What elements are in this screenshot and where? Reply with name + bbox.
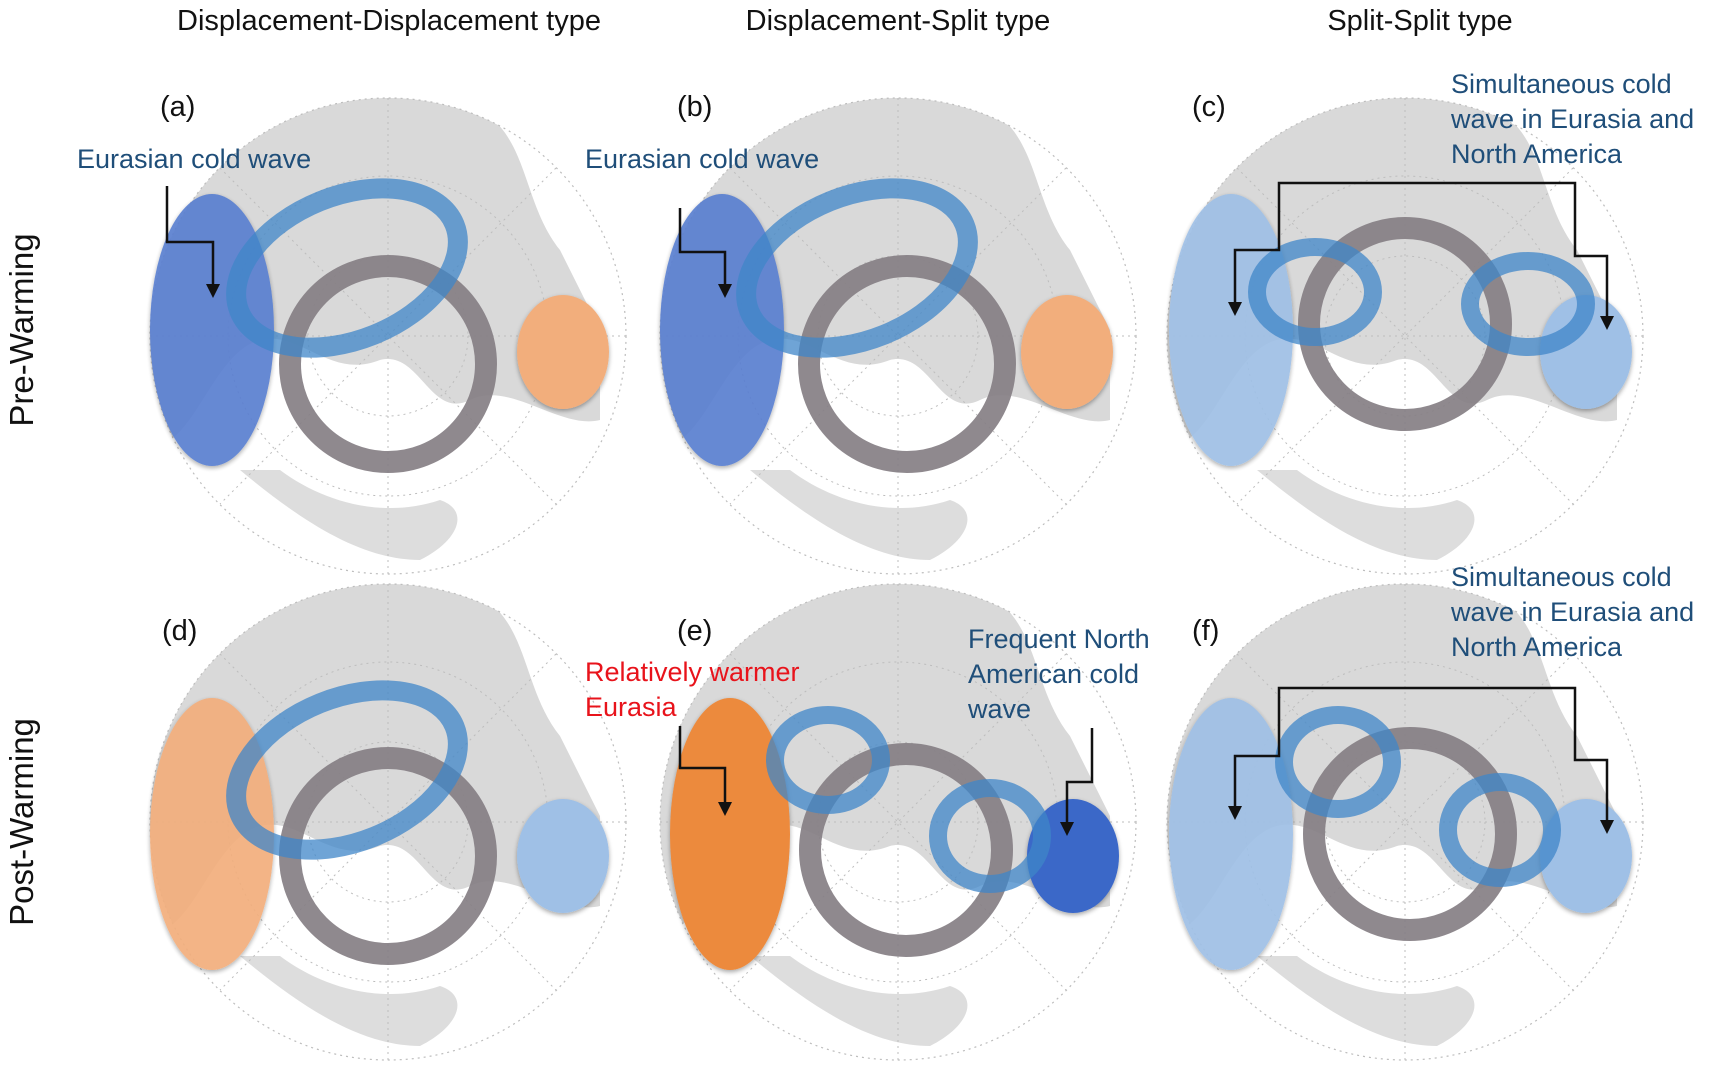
annotation-bracket [1233, 181, 1609, 320]
annotation-cold-line-2: American cold [968, 659, 1139, 689]
annotation-line-1: Simultaneous cold [1451, 69, 1672, 99]
arrow-head [718, 284, 732, 298]
split-vortex-ring-north-america [929, 779, 1051, 893]
arrow-head [206, 284, 220, 298]
annotation-line-2: wave in Eurasia and [1450, 104, 1694, 134]
annotation-eurasian-cold-wave: Eurasian cold wave [585, 144, 819, 174]
annotation-eurasian-cold-wave: Eurasian cold wave [77, 144, 311, 174]
displaced-vortex-ring [226, 178, 468, 358]
annotation-cold-line-1: Frequent North [968, 624, 1150, 654]
arrow-head [1228, 806, 1242, 820]
annotation-line-3: North America [1451, 632, 1623, 662]
split-vortex-ring-eurasia [1248, 238, 1382, 346]
split-vortex-ring-eurasia [766, 706, 890, 814]
annotation-arrow [678, 208, 727, 288]
warm-anomaly-north-america [517, 295, 609, 409]
split-vortex-ring-eurasia [1275, 706, 1401, 818]
annotation-warm-line-1: Relatively warmer [585, 657, 800, 687]
polar-vortex-ring [1298, 217, 1512, 431]
panel-e: (e) Relatively warmer Eurasia Frequent N… [585, 583, 1150, 1061]
panel-label: (d) [162, 615, 197, 647]
arrow-head [1600, 316, 1614, 330]
annotation-line-2: wave in Eurasia and [1450, 597, 1694, 627]
row-label-pre-warming: Pre-Warming [3, 233, 40, 426]
panel-c: (c) Simultaneous cold wave in Eurasia an… [1166, 69, 1694, 575]
arrow-head [1228, 302, 1242, 316]
annotation-warm-line-2: Eurasia [585, 692, 678, 722]
panel-d: (d) [149, 583, 627, 1061]
panel-b: (b) Eurasian cold wave [585, 91, 1137, 575]
cold-anomaly-eurasia [1169, 698, 1293, 970]
polar-vortex-ring [798, 255, 1016, 473]
displaced-vortex-ring [226, 680, 468, 860]
polar-vortex-ring [799, 743, 1013, 957]
panel-f: (f) Simultaneous cold wave in Eurasia an… [1166, 562, 1694, 1061]
column-title-3: Split-Split type [1327, 5, 1512, 37]
warm-anomaly-eurasia [670, 698, 790, 970]
row-label-post-warming: Post-Warming [3, 718, 40, 926]
warm-anomaly-north-america [1021, 295, 1113, 409]
annotation-line-3: North America [1451, 139, 1623, 169]
annotation-cold-line-3: wave [967, 694, 1031, 724]
annotation-line-1: Simultaneous cold [1451, 562, 1672, 592]
annotation-bracket [1233, 686, 1609, 824]
annotation-arrow [165, 186, 215, 288]
panel-label: (c) [1192, 91, 1226, 123]
displaced-vortex-ring [736, 178, 978, 358]
arrow-head [1600, 820, 1614, 834]
split-vortex-ring-north-america [1461, 252, 1595, 356]
arrow-head [1060, 822, 1074, 836]
panel-label: (b) [677, 91, 712, 123]
split-vortex-ring-north-america [1439, 773, 1561, 887]
arrow-head [718, 802, 732, 816]
panel-label: (e) [677, 615, 712, 647]
polar-vortex-ring [279, 255, 497, 473]
polar-vortex-ring [1303, 727, 1517, 941]
column-title-1: Displacement-Displacement type [177, 5, 601, 37]
column-title-2: Displacement-Split type [746, 5, 1051, 37]
panel-label: (f) [1192, 615, 1219, 647]
panel-label: (a) [160, 91, 195, 123]
panel-a: (a) Eurasian cold wave [77, 91, 627, 575]
annotation-arrow [678, 726, 727, 806]
cold-anomaly-north-america [517, 799, 609, 913]
annotation-arrow [1065, 728, 1094, 826]
